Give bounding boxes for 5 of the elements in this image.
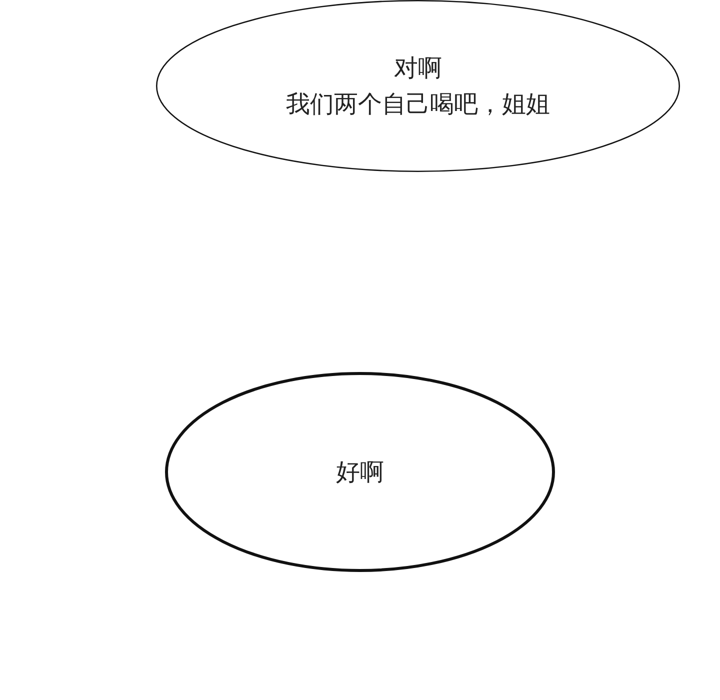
speech-bubble bbox=[156, 0, 680, 172]
dialogue-text: 我们两个自己喝吧，姐姐 bbox=[286, 89, 550, 120]
dialogue-text: 好啊 bbox=[336, 457, 384, 488]
speech-bubble bbox=[165, 372, 555, 572]
dialogue-text: 对啊 bbox=[394, 53, 442, 84]
